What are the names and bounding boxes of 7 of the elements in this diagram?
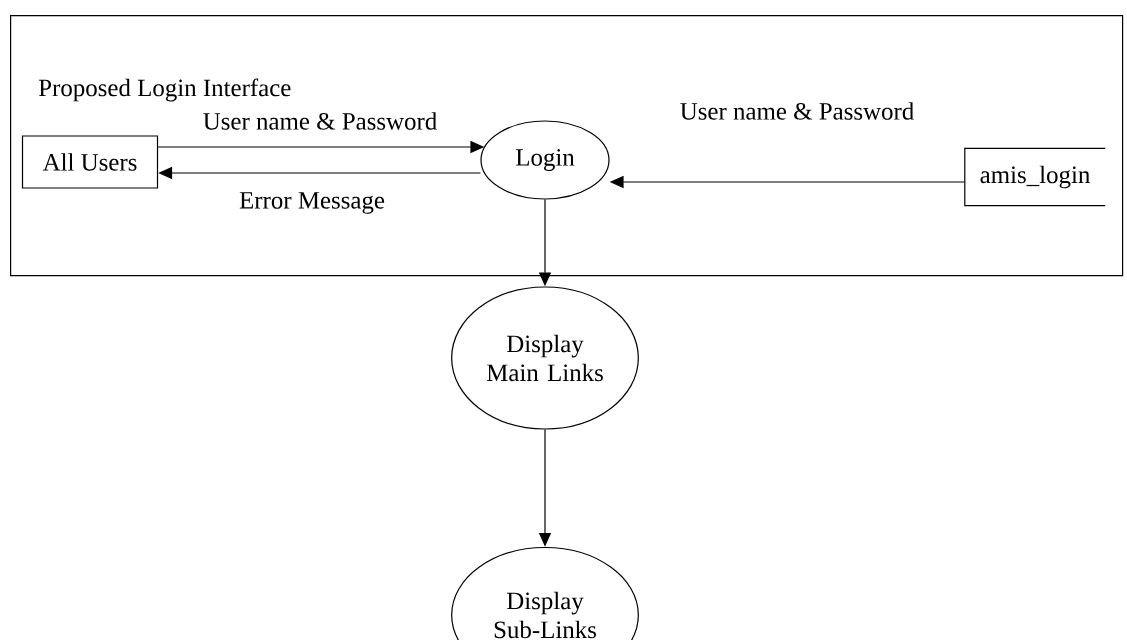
data-store: amis_login — [964, 147, 1106, 207]
group-frame — [10, 15, 1124, 277]
edge-label: User name & Password — [201, 111, 439, 131]
frame-title: Proposed Login Interface — [38, 78, 291, 102]
entity-box: All Users — [21, 135, 159, 189]
edge-label: User name & Password — [678, 101, 916, 121]
edge-label: Error Message — [238, 191, 386, 215]
